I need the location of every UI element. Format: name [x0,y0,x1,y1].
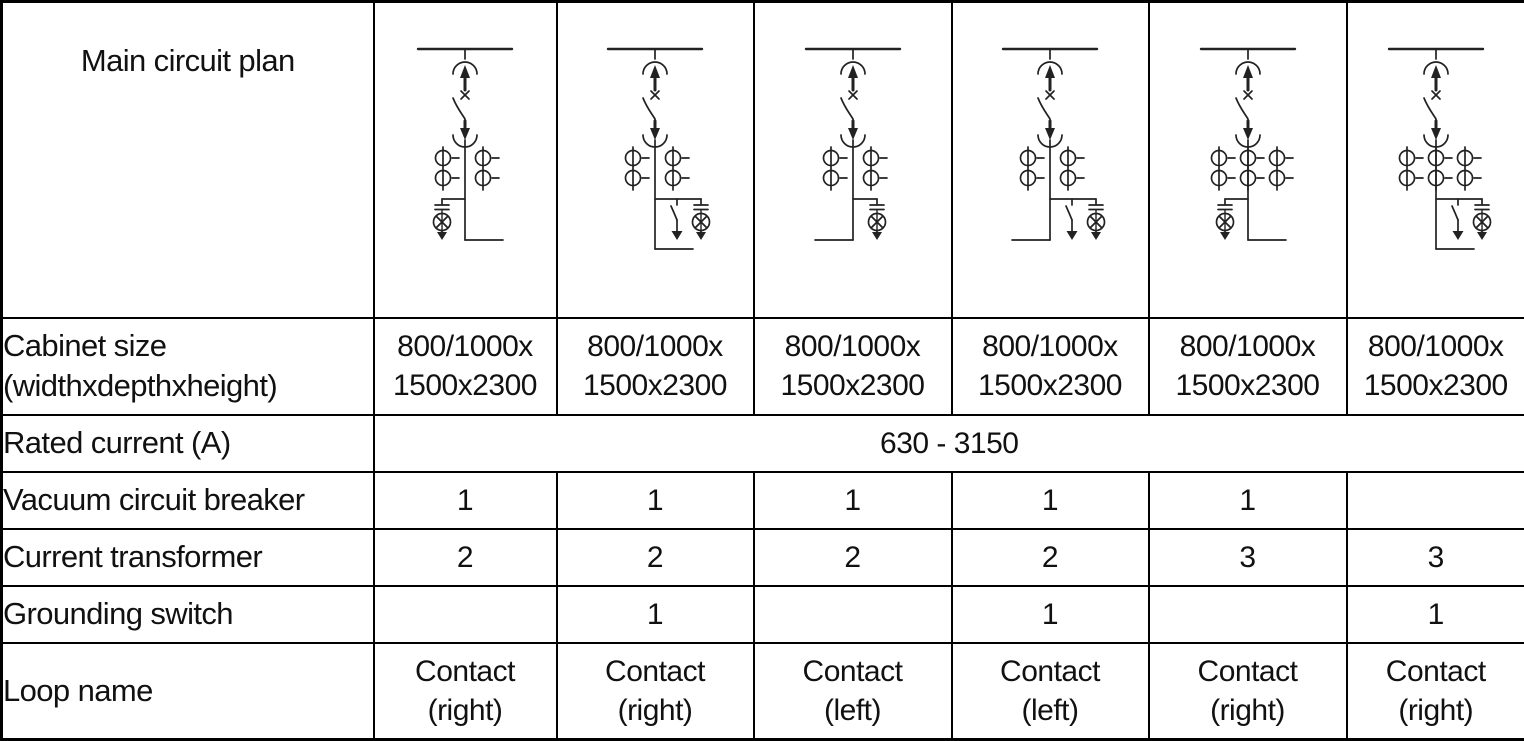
withdrawable-contact-upper-icon [1234,61,1261,92]
main-circuit-diagram-cell [1345,0,1524,319]
circuit-breaker-icon [1037,90,1055,124]
ct-count: 3 [1147,527,1348,587]
circuit-breaker-icon [452,90,470,124]
main-circuit-diagram-cell [372,0,558,319]
withdrawable-contact-upper-icon [642,61,668,92]
voltage-indicator-icon [1086,198,1106,240]
grounding-switch-icon [670,198,683,240]
row-grounding-switch: Grounding switch 1 1 1 [0,584,1524,644]
ct-count: 2 [752,527,953,587]
busbar-symbol [606,47,704,60]
busbar-symbol [416,47,514,60]
voltage-indicator-icon [867,198,886,240]
main-circuit-diagram-cell [555,0,755,319]
ct-count: 2 [372,527,558,587]
ct-count: 2 [950,527,1150,587]
main-circuit-diagram [1387,47,1492,250]
grounding-switch-icon [1450,198,1464,240]
row-label-cabinet-size: Cabinet size (widthxdepthxheight) [0,316,375,416]
vcb-count: 1 [950,470,1150,530]
withdrawable-contact-upper-icon [839,61,866,92]
withdrawable-contact-upper-icon [1422,61,1449,92]
gs-count: 1 [950,584,1150,644]
main-circuit-diagram [606,47,711,250]
gs-count [372,584,558,644]
current-transformer-icons [1210,146,1294,191]
row-loop-name: Loop name Contact(right)Contact(right)Co… [0,641,1524,741]
gs-count [1147,584,1348,644]
cabinet-size-label-line2: (widthxdepthxheight) [3,368,278,403]
voltage-indicator-icon [1472,198,1492,240]
row-label-rated-current: Rated current (A) [0,413,375,473]
withdrawable-contact-upper-icon [452,61,478,92]
loop-name-value: Contact(right) [372,641,558,741]
loop-name-value: Contact(left) [950,641,1150,741]
loop-name-value: Contact(right) [1345,641,1524,741]
main-circuit-diagram [416,47,514,241]
current-transformer-icons [822,146,888,191]
ct-count: 3 [1345,527,1524,587]
current-transformer-icons [1019,146,1085,191]
circuit-breaker-icon [642,90,660,124]
row-label-loop-name: Loop name [0,641,375,741]
main-circuit-diagram-cell [950,0,1150,319]
main-circuit-diagram-cell [752,0,953,319]
main-circuit-diagram [1001,47,1106,241]
withdrawable-contact-upper-icon [1037,61,1063,92]
current-transformer-icons [624,146,690,191]
row-label-current-transformer: Current transformer [0,527,375,587]
voltage-indicator-icon [432,198,452,240]
row-label-grounding-switch: Grounding switch [0,584,375,644]
circuit-breaker-icon [1422,90,1441,124]
circuit-breaker-icon [1234,90,1253,124]
voltage-indicator-icon [1215,198,1234,240]
busbar-symbol [1387,47,1484,60]
current-transformer-icons [434,146,500,191]
vcb-count [1345,470,1524,530]
rated-current-value: 630 - 3150 [372,413,1524,473]
circuit-breaker-icon [839,90,858,124]
row-cabinet-size: Cabinet size (widthxdepthxheight) 800/10… [0,316,1524,416]
vcb-count: 1 [372,470,558,530]
cabinet-size-label-line1: Cabinet size [3,328,168,363]
grounding-switch-icon [1065,198,1078,240]
busbar-symbol [1199,47,1296,60]
vcb-count: 1 [752,470,953,530]
vcb-count: 1 [1147,470,1348,530]
gs-count: 1 [1345,584,1524,644]
vcb-count: 1 [555,470,755,530]
loop-name-value: Contact(right) [555,641,755,741]
main-circuit-diagram-cell [1147,0,1348,319]
voltage-indicator-icon [691,198,711,240]
gs-count: 1 [555,584,755,644]
ct-count: 2 [555,527,755,587]
busbar-symbol [1001,47,1099,60]
loop-name-value: Contact(left) [752,641,953,741]
busbar-symbol [804,47,901,60]
row-label-vacuum-circuit-breaker: Vacuum circuit breaker [0,470,375,530]
current-transformer-icons [1398,146,1482,191]
loop-name-value: Contact(right) [1147,641,1348,741]
row-label-main-circuit-plan: Main circuit plan [0,0,375,319]
row-main-circuit-plan: Main circuit plan [0,0,1524,319]
main-circuit-diagram [1199,47,1296,241]
gs-count [752,584,953,644]
row-rated-current: Rated current (A) 630 - 3150 [0,413,1524,473]
main-circuit-diagram [804,47,901,241]
